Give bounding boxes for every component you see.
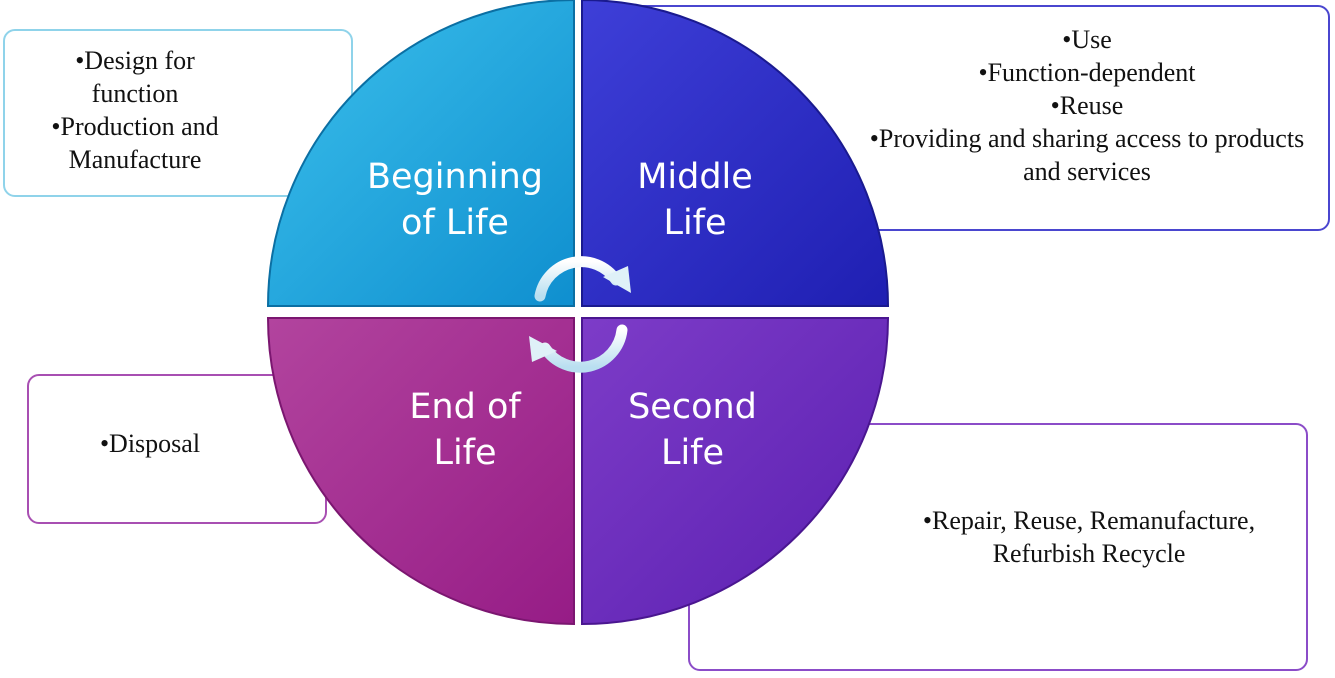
label-second-life: Second Life (600, 384, 785, 476)
beginning-callout-box (3, 29, 353, 197)
end-callout-box (27, 374, 327, 524)
label-beginning-of-life: Beginning of Life (350, 154, 560, 246)
circular-arrows-icon (529, 256, 631, 373)
label-end-of-life: End of Life (385, 384, 545, 476)
quadrant-middle (581, 0, 890, 307)
bullet-production-manufacture: •Production and Manufacture (51, 112, 219, 174)
bullet-use: •Use (1062, 25, 1112, 54)
middle-bullets: •Use •Function-dependent •Reuse •Providi… (868, 23, 1306, 188)
label-beginning-line1: Beginning (367, 157, 543, 197)
bullet-repair-reuse-remanufacture: •Repair, Reuse, Remanufacture, Refurbish… (922, 506, 1256, 568)
end-bullets: •Disposal (70, 427, 230, 460)
bullet-reuse: •Reuse (1050, 91, 1124, 120)
label-end-line1: End of (409, 387, 521, 427)
bullet-function-dependent: •Function-dependent (978, 58, 1196, 87)
quadrant-second (581, 317, 890, 626)
label-second-line2: Life (660, 433, 725, 473)
label-middle-life: Middle Life (600, 154, 790, 246)
label-second-line1: Second (628, 387, 757, 427)
label-end-line2: Life (433, 433, 497, 473)
label-beginning-line2: of Life (401, 203, 509, 243)
bullet-disposal: •Disposal (99, 429, 201, 458)
label-middle-line2: Life (663, 203, 727, 243)
quadrant-end (266, 317, 575, 626)
second-bullets: •Repair, Reuse, Remanufacture, Refurbish… (900, 504, 1278, 570)
label-middle-line1: Middle (637, 157, 753, 197)
bullet-providing-sharing-access: •Providing and sharing access to product… (869, 124, 1305, 186)
quadrant-beginning (266, 0, 575, 307)
bullet-design-for-function: •Design for function (75, 46, 195, 108)
beginning-bullets: •Design for function •Production and Man… (30, 44, 240, 176)
